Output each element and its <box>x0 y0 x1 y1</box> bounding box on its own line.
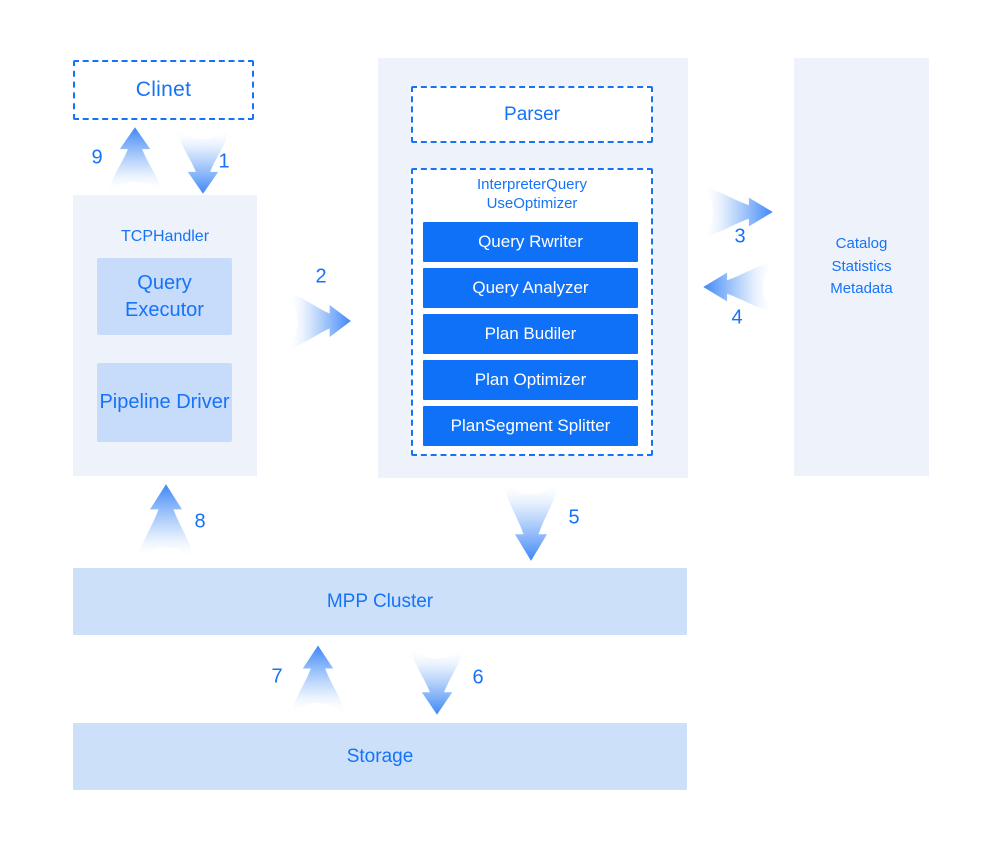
pipeline-driver-box: Pipeline Driver <box>97 363 232 442</box>
step-query-analyzer-label: Query Analyzer <box>472 278 589 297</box>
flow-number-6: 6 <box>472 666 484 689</box>
flow-number-7: 7 <box>271 665 283 688</box>
step-query-analyzer: Query Analyzer <box>423 268 638 308</box>
arrow-2-tcp-to-interpreter <box>287 293 351 349</box>
catalog-label-line1: Catalog <box>835 235 888 253</box>
client-label: Clinet <box>135 78 192 101</box>
catalog-label-line2: Statistics <box>831 257 892 275</box>
interpreter-label-line1: InterpreterQuery <box>476 176 588 193</box>
step-plansegment-splitter: PlanSegment Splitter <box>423 406 638 446</box>
arrow-5-interpreter-to-mpp <box>503 481 559 561</box>
step-plan-optimizer: Plan Optimizer <box>423 360 638 400</box>
flow-number-3: 3 <box>734 225 746 248</box>
step-query-rwriter-label: Query Rwriter <box>478 232 583 251</box>
query-executor-box: Query Executor <box>97 258 232 335</box>
arrow-6-mpp-to-storage <box>410 647 464 715</box>
storage-bar: Storage <box>73 723 687 790</box>
client-box: Clinet <box>73 60 254 120</box>
flow-number-9: 9 <box>91 146 103 169</box>
step-plan-budiler: Plan Budiler <box>423 314 638 354</box>
interpreter-label-line2: UseOptimizer <box>486 194 578 212</box>
arrow-9-tcp-to-client <box>108 127 162 193</box>
storage-label: Storage <box>346 745 414 767</box>
interpreter-label: InterpreterQuery UseOptimizer <box>411 176 653 214</box>
parser-label: Parser <box>504 103 560 125</box>
arrow-8-mpp-to-tcp <box>138 484 194 560</box>
flow-number-2: 2 <box>315 265 327 288</box>
step-plan-optimizer-label: Plan Optimizer <box>474 370 587 389</box>
arrow-4-catalog-to-interpreter <box>703 261 775 313</box>
tcp-handler-label: TCPHandler <box>120 228 210 245</box>
catalog-label-line3: Metadata <box>830 280 893 298</box>
pipeline-driver-label: Pipeline Driver <box>99 391 230 413</box>
mpp-cluster-label: MPP Cluster <box>326 590 434 612</box>
step-query-rwriter: Query Rwriter <box>423 222 638 262</box>
step-plansegment-splitter-label: PlanSegment Splitter <box>450 416 611 435</box>
flow-number-5: 5 <box>568 506 580 529</box>
query-executor-label: Query Executor <box>125 271 204 321</box>
flow-number-8: 8 <box>194 510 206 533</box>
mpp-cluster-bar: MPP Cluster <box>73 568 687 635</box>
flow-number-1: 1 <box>218 150 230 173</box>
flow-number-4: 4 <box>731 306 743 329</box>
step-plan-budiler-label: Plan Budiler <box>484 324 577 343</box>
catalog-label: Catalog Statistics Metadata <box>830 233 893 301</box>
catalog-panel: Catalog Statistics Metadata <box>794 58 929 476</box>
parser-box: Parser <box>411 86 653 143</box>
arrow-7-storage-to-mpp <box>291 645 345 715</box>
